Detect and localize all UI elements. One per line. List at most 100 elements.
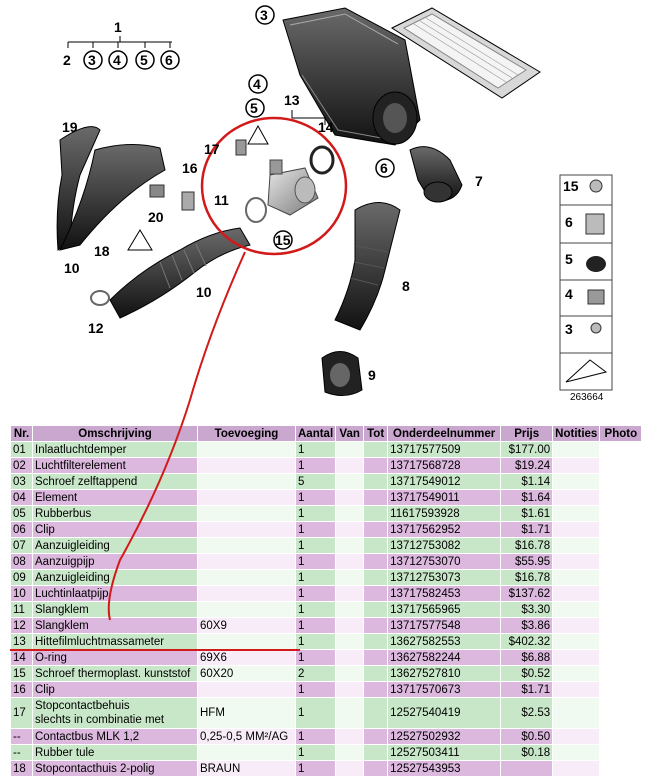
cell-tot — [363, 521, 389, 538]
cell-prijs: $3.86 — [500, 617, 554, 634]
cell-omschrijving: Clip — [32, 521, 198, 538]
cell-photo — [599, 649, 643, 666]
cell-tot — [363, 489, 389, 506]
cell-toevoeging — [197, 744, 296, 761]
cell-notities — [552, 728, 601, 745]
cell-photo — [599, 601, 643, 618]
callout-9: 9 — [368, 367, 376, 383]
cell-prijs: $177.00 — [500, 441, 554, 458]
cell-photo — [599, 457, 643, 474]
cell-notities — [552, 601, 601, 618]
cell-photo — [599, 728, 643, 745]
cell-van — [335, 665, 365, 682]
cell-toevoeging: HFM — [197, 697, 296, 729]
cell-prijs: $3.30 — [500, 601, 554, 618]
cell-toevoeging: 0,25-0,5 MM²/AG — [197, 728, 296, 745]
cell-prijs: $402.32 — [500, 633, 554, 650]
cell-notities — [552, 585, 601, 602]
callout-10a: 10 — [64, 260, 80, 276]
cell-photo — [599, 744, 643, 761]
cell-onderdeelnummer: 12527540419 — [387, 697, 502, 729]
cell-onderdeelnummer: 13717549011 — [387, 489, 502, 506]
cell-van — [335, 649, 365, 666]
cell-toevoeging — [197, 473, 296, 490]
cell-onderdeelnummer: 13627582553 — [387, 633, 502, 650]
cell-onderdeelnummer: 12527503411 — [387, 744, 502, 761]
cell-van — [335, 681, 365, 698]
col-aantal: Aantal — [294, 425, 337, 442]
cell-omschrijving: Aanzuigleiding — [32, 569, 198, 586]
intake-duct-9 — [321, 351, 363, 396]
callout-8: 8 — [402, 278, 410, 294]
air-intake-silencer — [282, 7, 421, 146]
cell-toevoeging — [197, 457, 296, 474]
cell-van — [335, 457, 365, 474]
o-ring-14 — [309, 145, 335, 175]
cell-aantal: 1 — [294, 697, 337, 729]
cell-van — [335, 633, 365, 650]
cell-notities — [552, 489, 601, 506]
cell-prijs: $1.14 — [500, 473, 554, 490]
callout-17: 17 — [204, 141, 220, 157]
cell-van — [335, 505, 365, 522]
cell-tot — [363, 473, 389, 490]
warning-triangle-5 — [247, 124, 269, 145]
cell-nr: 08 — [10, 553, 33, 570]
callout-12: 12 — [88, 320, 104, 336]
cell-toevoeging — [197, 521, 296, 538]
col-toevoeging: Toevoeging — [197, 425, 296, 442]
cell-prijs: $0.18 — [500, 744, 554, 761]
cell-van — [335, 521, 365, 538]
cell-van — [335, 585, 365, 602]
cell-toevoeging — [197, 441, 296, 458]
cell-van — [335, 569, 365, 586]
col-onderdeelnummer: Onderdeelnummer — [387, 425, 502, 442]
cell-van — [335, 537, 365, 554]
cell-tot — [363, 728, 389, 745]
col-nr: Nr. — [10, 425, 33, 442]
cell-aantal: 1 — [294, 569, 337, 586]
cell-toevoeging — [197, 633, 296, 650]
cell-toevoeging: BRAUN — [197, 760, 296, 777]
element-icon — [587, 289, 605, 305]
cell-notities — [552, 569, 601, 586]
cell-aantal: 1 — [294, 521, 337, 538]
cell-nr: 16 — [10, 681, 33, 698]
cell-omschrijving: Rubberbus — [32, 505, 198, 522]
cell-photo — [599, 521, 643, 538]
cell-nr: 10 — [10, 585, 33, 602]
cell-aantal: 1 — [294, 457, 337, 474]
cell-aantal: 1 — [294, 553, 337, 570]
hose-clamp-12 — [90, 290, 110, 306]
cell-omschrijving: Luchtinlaatpijp — [32, 585, 198, 602]
callout-1: 1 — [114, 19, 122, 35]
cell-omschrijving: Stopcontacthuis 2-polig — [32, 760, 198, 777]
cell-tot — [363, 601, 389, 618]
cell-aantal: 2 — [294, 665, 337, 682]
cell-photo — [599, 633, 643, 650]
callout-18: 18 — [94, 243, 110, 259]
parts-table: Nr. Omschrijving Toevoeging Aantal Van T… — [10, 425, 643, 777]
legend-3: 3 — [565, 321, 573, 337]
cell-tot — [363, 697, 389, 729]
cell-onderdeelnummer: 13627527810 — [387, 665, 502, 682]
cell-notities — [552, 744, 601, 761]
callout-numbers: 1 2 3 4 5 6 3 4 5 13 14 6 7 15 19 16 17 … — [62, 5, 483, 383]
cell-photo — [599, 681, 643, 698]
legend-6: 6 — [565, 214, 573, 230]
cell-aantal: 1 — [294, 744, 337, 761]
air-inlet-pipe-left — [56, 126, 166, 252]
cell-onderdeelnummer: 13717577509 — [387, 441, 502, 458]
cell-omschrijving: Schroef zelftappend — [32, 473, 198, 490]
cell-nr: 17 — [10, 697, 33, 729]
cell-nr: -- — [10, 744, 33, 761]
